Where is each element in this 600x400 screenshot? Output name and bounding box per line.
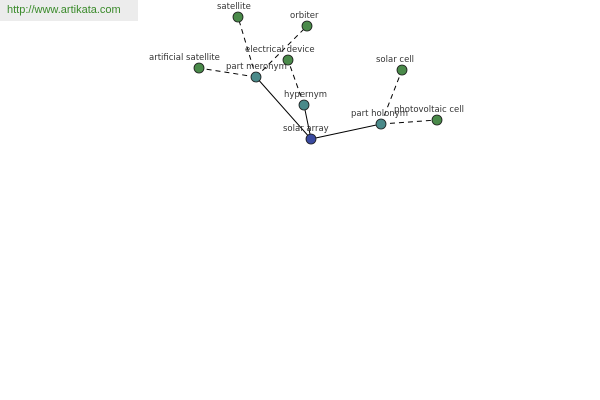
node-orbiter[interactable] <box>301 20 313 32</box>
node-satellite[interactable] <box>232 11 244 23</box>
edge-part-holonym-to-photovoltaic-cell <box>380 119 438 125</box>
edge-hypernym-to-electrical-device <box>287 59 305 106</box>
node-part-holonym[interactable] <box>375 118 387 130</box>
node-photovoltaic-cell[interactable] <box>431 114 443 126</box>
edge-part-meronym-to-orbiter <box>255 25 308 78</box>
edges-layer <box>198 16 438 140</box>
nodes-layer <box>193 11 443 145</box>
node-hypernym[interactable] <box>298 99 310 111</box>
node-label-artificial-satellite[interactable]: artificial satellite <box>149 53 220 63</box>
node-electrical-device[interactable] <box>282 54 294 66</box>
edge-part-meronym-to-satellite <box>237 16 257 78</box>
edge-part-meronym-to-artificial-satellite <box>198 67 257 78</box>
node-label-part-meronym[interactable]: part meronym <box>226 62 287 72</box>
edge-solar-array-to-part-meronym <box>255 76 312 140</box>
node-artificial-satellite[interactable] <box>193 62 205 74</box>
node-label-photovoltaic-cell[interactable]: photovoltaic cell <box>394 105 464 115</box>
node-label-solar-cell[interactable]: solar cell <box>376 55 414 65</box>
node-label-electrical-device[interactable]: electrical device <box>245 45 315 55</box>
node-part-meronym[interactable] <box>250 71 262 83</box>
labels-layer: solar array part meronym hypernym part holo… <box>149 2 464 134</box>
edge-part-holonym-to-solar-cell <box>380 69 403 125</box>
edge-solar-array-to-part-holonym <box>310 123 382 140</box>
node-label-hypernym[interactable]: hypernym <box>284 90 327 100</box>
node-label-orbiter[interactable]: orbiter <box>290 11 319 21</box>
node-solar-array[interactable] <box>305 133 317 145</box>
site-url-link[interactable]: http://www.artikata.com <box>0 0 138 21</box>
node-label-solar-array[interactable]: solar array <box>283 124 329 134</box>
edge-solar-array-to-hypernym <box>303 104 312 140</box>
node-label-satellite[interactable]: satellite <box>217 2 251 12</box>
node-solar-cell[interactable] <box>396 64 408 76</box>
node-label-part-holonym[interactable]: part holonym <box>351 109 408 119</box>
